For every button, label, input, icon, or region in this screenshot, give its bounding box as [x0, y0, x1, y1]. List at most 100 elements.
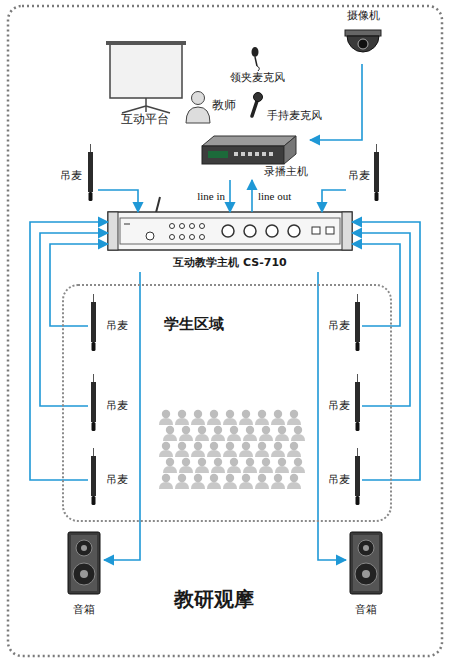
host-rack-illustration [326, 227, 334, 234]
lavalier-mic-icon [252, 47, 259, 57]
device-node: 摄像机 [334, 8, 392, 64]
student-figures [258, 410, 266, 418]
hanging-mic-icon [355, 448, 360, 505]
node-label: 领夹麦克风 [230, 72, 285, 85]
student-figures [166, 458, 174, 466]
device-node: 录播主机 [198, 132, 310, 180]
host-rack-illustration [266, 225, 278, 237]
host-rack-illustration [342, 212, 352, 250]
student-figures [194, 474, 202, 482]
node-label: 教师 [212, 99, 236, 113]
student-figures [227, 466, 241, 473]
signal-label: line out [257, 190, 292, 202]
recorder-illustration [241, 152, 245, 156]
screen-illustration [106, 41, 186, 113]
signal-connector [318, 272, 346, 560]
node-label: 吊麦 [328, 400, 350, 413]
node-label: 录播主机 [264, 166, 308, 179]
teacher-figure [192, 92, 205, 105]
device-node: 吊麦 [346, 148, 384, 204]
host-rack-illustration [200, 224, 205, 229]
student-figures [191, 482, 205, 489]
host-rack-illustration [190, 235, 195, 240]
student-figures [223, 418, 237, 425]
student-figures [243, 434, 257, 441]
signal-connector [40, 233, 108, 406]
node-label: 吊麦 [106, 400, 128, 413]
student-figures [290, 410, 298, 418]
student-figures [230, 458, 238, 466]
student-figures [210, 410, 218, 418]
student-figures [287, 450, 301, 457]
device-node: 音箱 [64, 530, 104, 618]
device-node: 音箱 [346, 530, 386, 618]
student-figures [275, 466, 289, 473]
student-figures [159, 418, 173, 425]
student-figures [178, 442, 186, 450]
signal-label: line in [196, 190, 226, 202]
host-rack-illustration [190, 224, 195, 229]
student-figures [163, 434, 177, 441]
recorder-illustration [208, 151, 228, 158]
speaker-icon [68, 532, 100, 594]
lavalier-mic-icon [257, 66, 259, 71]
student-figures [198, 458, 206, 466]
student-figures [195, 434, 209, 441]
student-figures [262, 426, 270, 434]
student-figures [210, 442, 218, 450]
student-figures [230, 426, 238, 434]
student-figures [191, 418, 205, 425]
teacher-figure [186, 107, 210, 123]
student-figures [179, 466, 193, 473]
hanging-mic-icon [355, 294, 360, 351]
student-figures [175, 450, 189, 457]
student-figures [211, 434, 225, 441]
node-label: 互动平台 [121, 113, 169, 127]
host-rack-illustration [170, 224, 175, 229]
student-figures [179, 434, 193, 441]
student-figures [274, 474, 282, 482]
student-figures [259, 434, 273, 441]
student-figures [278, 458, 286, 466]
node-label: 摄像机 [347, 10, 380, 23]
recorder-illustration [284, 136, 296, 164]
node-label: 吊麦 [106, 320, 128, 333]
device-node: 吊麦 [58, 148, 98, 204]
teacher-figure [186, 92, 210, 124]
student-figures [262, 458, 270, 466]
hanging-mic-icon [355, 374, 360, 431]
recorder-illustration [202, 136, 296, 164]
student-figures [242, 410, 250, 418]
student-figures [278, 426, 286, 434]
student-figures [162, 410, 170, 418]
student-figures [194, 410, 202, 418]
student-figures [214, 426, 222, 434]
recorder-illustration [269, 152, 273, 156]
student-figures [255, 450, 269, 457]
student-figures [258, 474, 266, 482]
student-figures [242, 442, 250, 450]
signal-connector [352, 233, 410, 406]
student-figures [243, 466, 257, 473]
hanging-mic-icon [91, 374, 96, 431]
node-label: 学生区域 [164, 316, 224, 333]
student-figures [246, 458, 254, 466]
node-label: 音箱 [355, 604, 377, 617]
student-figures [162, 442, 170, 450]
screen-illustration [106, 41, 186, 45]
signal-connector [310, 64, 362, 140]
device-node: 吊麦 [326, 380, 362, 432]
recorder-illustration [202, 136, 296, 146]
device-node: 手持麦克风 [244, 90, 324, 124]
student-figures [259, 466, 273, 473]
recorder-illustration [255, 152, 259, 156]
screen-illustration [145, 98, 147, 112]
student-figures [178, 474, 186, 482]
student-figures [178, 410, 186, 418]
hanging-mic-icon [88, 144, 93, 201]
student-figures [223, 482, 237, 489]
node-label: 互动教学主机 CS-710 [173, 257, 287, 270]
node-label: 吊麦 [60, 170, 82, 183]
signal-connector [251, 180, 253, 212]
student-figures [182, 458, 190, 466]
